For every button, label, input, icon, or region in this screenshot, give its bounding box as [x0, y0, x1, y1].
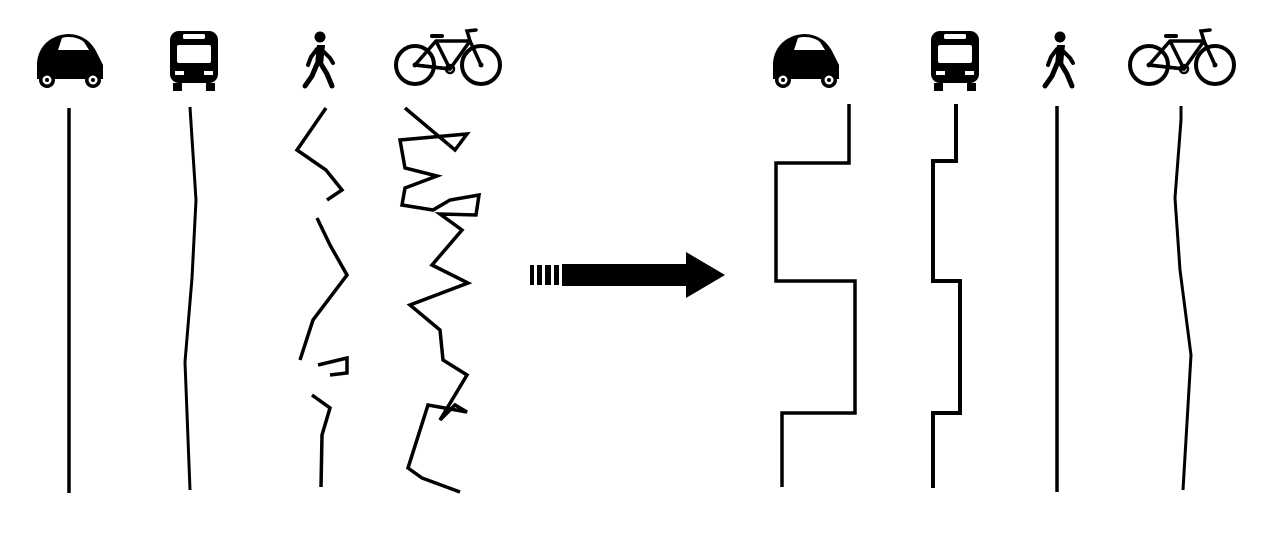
pedestrian-icon: [1045, 32, 1073, 87]
bicycle-trajectory-before: [397, 106, 482, 494]
before-panel: [37, 28, 502, 494]
right-arrow-icon: [530, 252, 725, 298]
bus-trajectory-after: [931, 104, 962, 488]
car-trajectory-after: [774, 104, 857, 487]
bicycle-trajectory-after: [1173, 106, 1193, 491]
car-icon: [37, 34, 103, 88]
pedestrian-trajectory-before: [294, 107, 350, 488]
bus-trajectory-before: [183, 106, 198, 491]
after-panel: [773, 28, 1236, 492]
bicycle-icon: [1128, 28, 1236, 86]
bicycle-icon: [394, 28, 502, 86]
bus-icon: [931, 31, 979, 91]
bus-icon: [170, 31, 218, 91]
pedestrian-icon: [305, 32, 333, 87]
car-icon: [773, 34, 839, 88]
